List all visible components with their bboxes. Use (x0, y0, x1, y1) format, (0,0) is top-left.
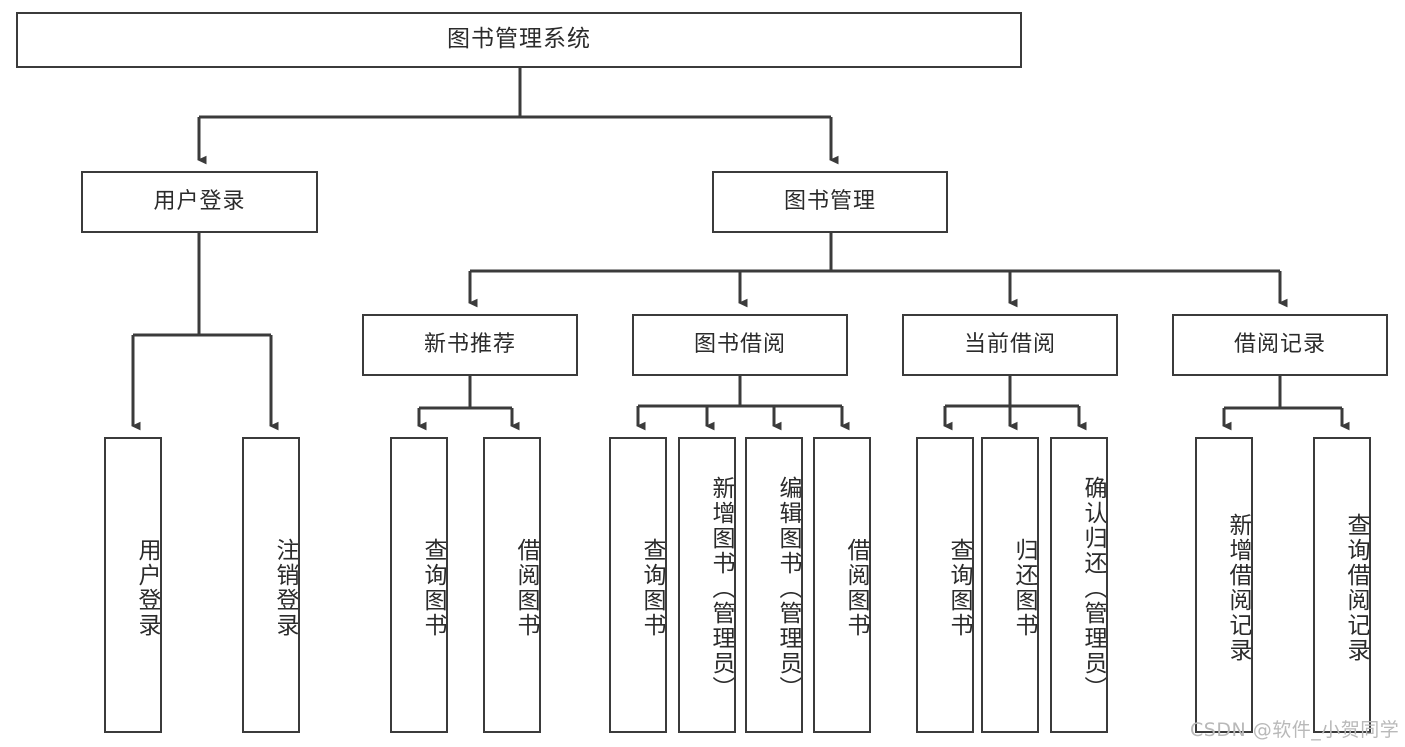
node-label: 图书借阅 (693, 331, 786, 357)
node-label: 图书管理 (783, 188, 876, 214)
node-new-book-recommend[interactable]: 新书推荐 (362, 314, 578, 376)
node-book-borrow[interactable]: 图书借阅 (632, 314, 848, 376)
node-root-book-management-system[interactable]: 图书管理系统 (16, 12, 1022, 68)
node-label: 确认归还（管理员） (1080, 475, 1106, 701)
node-label: 查询图书 (946, 538, 972, 638)
node-label: 查询借阅记录 (1343, 513, 1369, 663)
node-leaf-confirm-return[interactable]: 确认归还（管理员） (1050, 437, 1108, 733)
node-book-management[interactable]: 图书管理 (712, 171, 948, 233)
node-leaf-borrow-book-recommend[interactable]: 借阅图书 (483, 437, 541, 733)
node-leaf-query-book-current[interactable]: 查询图书 (916, 437, 974, 733)
node-label: 借阅图书 (843, 538, 869, 638)
node-label: 借阅图书 (513, 538, 539, 638)
node-label: 用户登录 (134, 538, 160, 638)
node-leaf-borrow-book[interactable]: 借阅图书 (813, 437, 871, 733)
node-label: 编辑图书（管理员） (775, 475, 801, 701)
node-label: 新增借阅记录 (1225, 513, 1251, 663)
node-label: 用户登录 (153, 188, 246, 214)
node-leaf-query-book-recommend[interactable]: 查询图书 (390, 437, 448, 733)
node-label: 查询图书 (639, 538, 665, 638)
node-user-login[interactable]: 用户登录 (81, 171, 318, 233)
node-label: 图书管理系统 (447, 26, 591, 53)
node-label: 新增图书（管理员） (708, 475, 734, 701)
node-label: 注销登录 (272, 538, 298, 638)
node-leaf-edit-book[interactable]: 编辑图书（管理员） (745, 437, 803, 733)
node-leaf-query-borrow-record[interactable]: 查询借阅记录 (1313, 437, 1371, 733)
node-current-borrow[interactable]: 当前借阅 (902, 314, 1118, 376)
node-leaf-add-book[interactable]: 新增图书（管理员） (678, 437, 736, 733)
node-label: 查询图书 (420, 538, 446, 638)
node-label: 新书推荐 (423, 331, 516, 357)
watermark-text: CSDN @软件_小贺同学 (1190, 719, 1400, 741)
node-leaf-user-logout[interactable]: 注销登录 (242, 437, 300, 733)
node-label: 归还图书 (1011, 538, 1037, 638)
node-leaf-add-borrow-record[interactable]: 新增借阅记录 (1195, 437, 1253, 733)
csdn-watermark: CSDN @软件_小贺同学 (1190, 715, 1399, 742)
node-leaf-query-book-borrow[interactable]: 查询图书 (609, 437, 667, 733)
node-leaf-user-login[interactable]: 用户登录 (104, 437, 162, 733)
node-label: 当前借阅 (963, 331, 1056, 357)
node-label: 借阅记录 (1233, 331, 1326, 357)
node-leaf-return-book[interactable]: 归还图书 (981, 437, 1039, 733)
node-borrow-record[interactable]: 借阅记录 (1172, 314, 1388, 376)
